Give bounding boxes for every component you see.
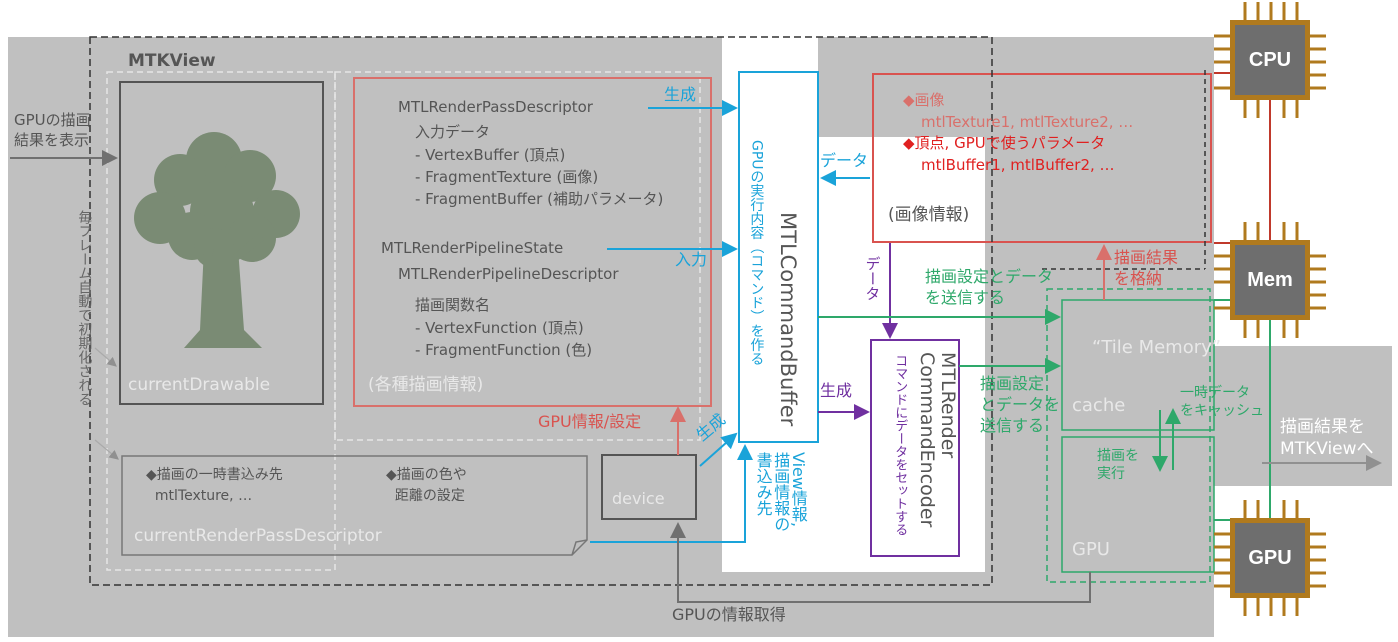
image-info-line4: mtlBuffer1, mtlBuffer2, … — [921, 156, 1115, 174]
send-label-top: 描画設定とデータ を送信する — [925, 267, 1054, 307]
rpd-right-text: ◆描画の色や 距離の設定 — [386, 467, 467, 504]
data-label-blue: データ — [820, 151, 869, 170]
vertex-buffer-label: - VertexBuffer (頂点) — [415, 146, 566, 164]
data-label-purple: データ — [863, 256, 882, 301]
background-right-upper — [818, 37, 1214, 137]
mtkview-title: MTKView — [128, 51, 216, 71]
render-info-caption: (各種描画情報) — [368, 375, 484, 395]
tile-memory-label: “Tile Memory” — [1092, 337, 1222, 358]
gpu-info-get-label: GPUの情報取得 — [672, 605, 786, 624]
nyuryoku-label: 入力 — [675, 250, 708, 269]
image-info-line1: ◆画像 — [903, 91, 945, 109]
auto-init-label: 毎フレーム自動で初期化される — [76, 210, 93, 406]
gpu-chip: GPU — [1230, 518, 1310, 598]
background-left — [8, 37, 722, 637]
current-drawable-label: currentDrawable — [128, 375, 271, 395]
view-info-label: View情報, 描画情報の 書込み先 — [753, 452, 808, 532]
encoder-subtitle: コマンドにデータをセットする — [892, 354, 908, 536]
store-label: 描画結果 を格納 — [1114, 248, 1179, 288]
render-pass-descriptor: MTLRenderPassDescriptor — [398, 98, 593, 116]
gpu-area-label: GPU — [1072, 539, 1110, 560]
vertex-function-label: - VertexFunction (頂点) — [415, 319, 584, 337]
to-mtkview-label: 描画結果を MTKViewへ — [1280, 417, 1374, 460]
cpu-chip: CPU — [1230, 20, 1310, 100]
render-pipeline-descriptor: MTLRenderPipelineDescriptor — [398, 265, 619, 283]
rpd-left-text: ◆描画の一時書込み先 mtlTexture, … — [146, 467, 283, 504]
encoder-title: MTLRender CommandEncoder — [915, 352, 959, 528]
gpu-info-setting-label: GPU情報/設定 — [538, 412, 642, 431]
image-info-line3: ◆頂点, GPUで使うパラメータ — [903, 134, 1106, 152]
background-right-mid — [985, 137, 1214, 572]
background-bottom — [722, 572, 1214, 637]
device-label: device — [612, 489, 665, 508]
temp-cache-label: 一時データ をキャッシュ — [1180, 385, 1264, 420]
fragment-texture-label: - FragmentTexture (画像) — [415, 168, 599, 186]
gpu-display-label: GPUの描画 結果を表示 — [14, 111, 91, 150]
command-buffer-title: MTLCommandBuffer — [776, 212, 801, 427]
render-pipeline-state: MTLRenderPipelineState — [381, 239, 564, 257]
fragment-buffer-label: - FragmentBuffer (補助パラメータ) — [415, 190, 664, 208]
mem-chip: Mem — [1230, 240, 1310, 320]
image-info-box — [872, 73, 1212, 243]
seisei-label-encoder: 生成 — [820, 381, 853, 400]
seisei-label-top: 生成 — [664, 85, 697, 104]
current-rpd-label: currentRenderPassDescriptor — [134, 526, 382, 546]
send-label-mid: 描画設定 とデータを 送信する — [980, 374, 1061, 435]
fragment-function-label: - FragmentFunction (色) — [415, 341, 593, 359]
input-data-label: 入力データ — [415, 123, 491, 141]
image-info-caption: (画像情報) — [888, 205, 970, 225]
cache-label: cache — [1072, 395, 1126, 416]
exec-label: 描画を 実行 — [1097, 448, 1139, 483]
function-name-label: 描画関数名 — [415, 296, 491, 314]
image-info-line2: mtlTexture1, mtlTexture2, … — [921, 113, 1134, 131]
command-buffer-subtitle: GPUの実行内容（コマンド）を作る — [748, 140, 765, 366]
